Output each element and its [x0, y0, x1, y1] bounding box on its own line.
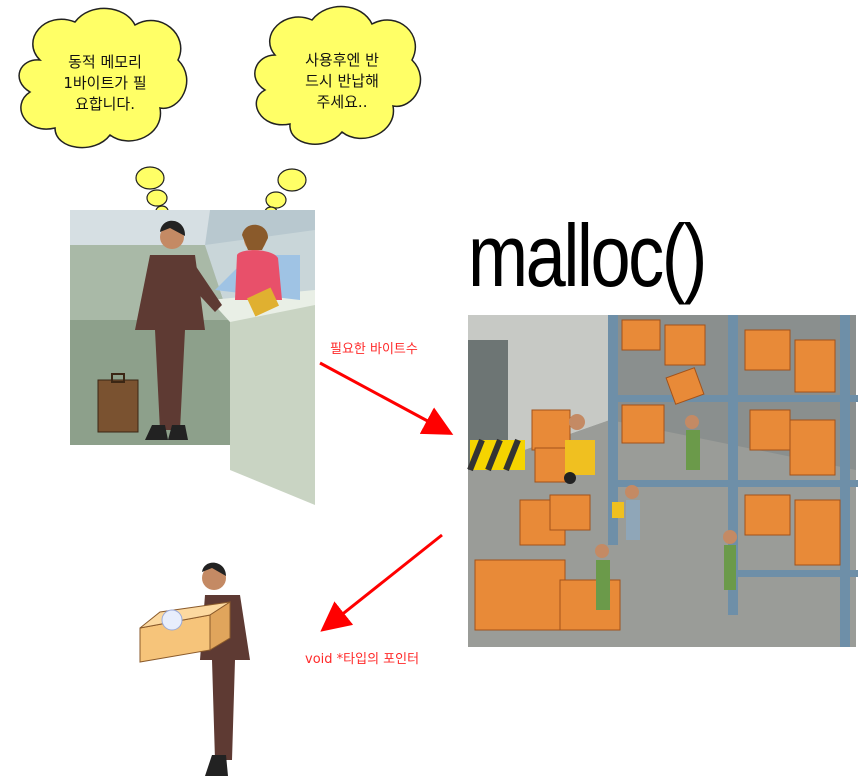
bubble-right-text: 사용후엔 반 드시 반납해 주세요.. [282, 50, 402, 113]
warehouse-illustration [467, 315, 858, 647]
bubble-right-line-1: 사용후엔 반 [305, 51, 379, 69]
bubble-left-text: 동적 메모리 1바이트가 필 요합니다. [45, 52, 165, 115]
return-arrow [320, 533, 443, 632]
bubble-left-line-2: 1바이트가 필 [63, 74, 147, 92]
thought-bubble-right [254, 5, 422, 218]
person-holding-box [139, 562, 250, 776]
bubble-left-line-1: 동적 메모리 [68, 53, 142, 71]
request-arrow [319, 361, 454, 435]
bubble-left-line-3: 요합니다. [75, 95, 135, 113]
malloc-title: malloc() [468, 206, 707, 305]
return-label: void *타입의 포인터 [305, 652, 420, 667]
request-label: 필요한 바이트수 [330, 342, 418, 357]
counter-scene-illustration [70, 210, 315, 508]
bubble-right-line-2: 드시 반납해 [305, 72, 379, 90]
bubble-right-line-3: 주세요.. [316, 93, 368, 111]
